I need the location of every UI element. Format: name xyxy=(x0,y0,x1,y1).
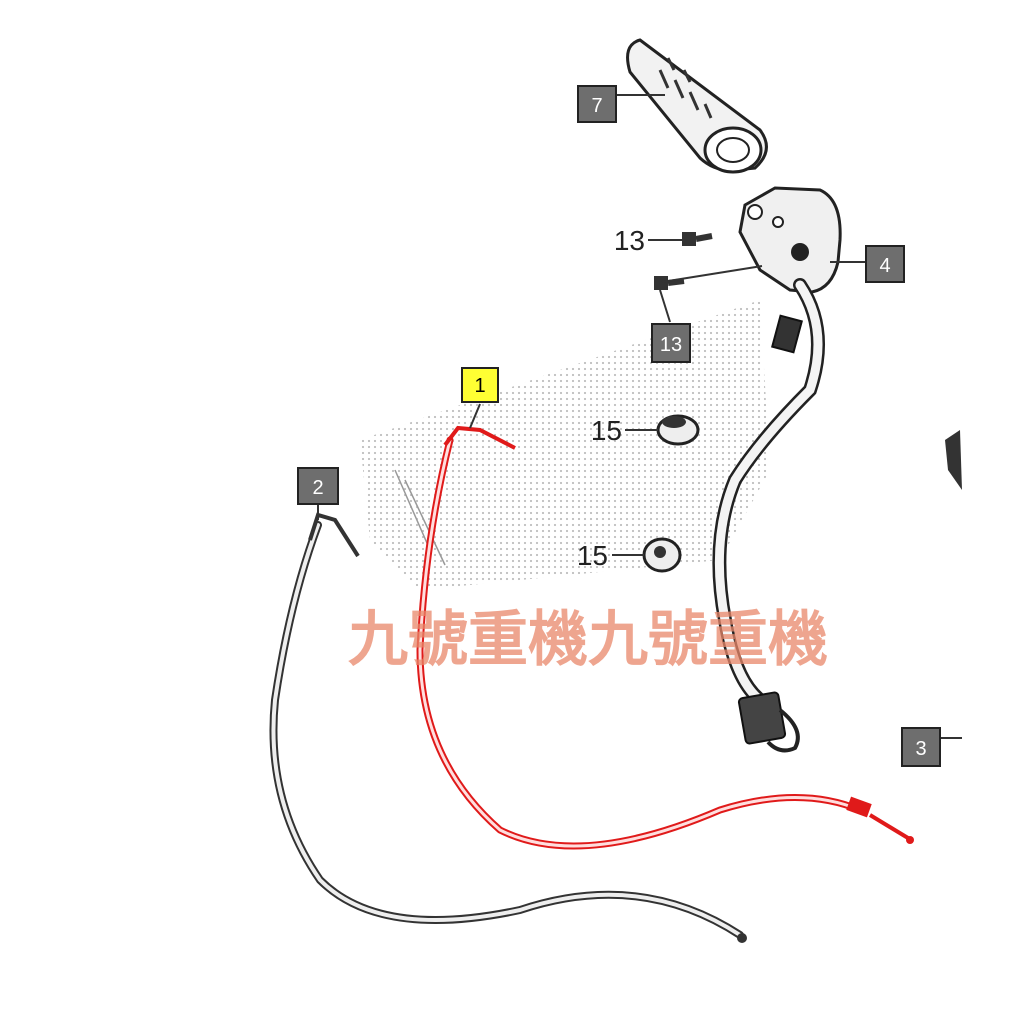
callout-box-1 xyxy=(461,367,499,403)
partial-part-right-edge xyxy=(945,430,962,490)
bracket-outline xyxy=(394,469,446,566)
callout-label-2: 2 xyxy=(312,477,323,499)
screw-upper xyxy=(682,232,713,246)
callout-label-7: 7 xyxy=(591,95,602,117)
callout-label-13-plain: 13 xyxy=(614,225,645,256)
throttle-cable-1-highlighted xyxy=(416,425,914,850)
dotted-bracket-shadow xyxy=(360,300,770,590)
callout-label-15-upper: 15 xyxy=(591,415,622,446)
watermark-text: 九號重機九號重機 xyxy=(348,605,828,675)
callout-box-3 xyxy=(901,727,941,767)
callout-label-3: 3 xyxy=(915,738,926,760)
callout-box-13 xyxy=(651,323,691,363)
callout-label-13-box: 13 xyxy=(660,334,682,356)
leader-lines xyxy=(317,94,962,739)
callout-label-15-lower: 15 xyxy=(577,540,608,571)
harness-connector-lower xyxy=(737,691,800,753)
callout-box-2 xyxy=(297,467,339,505)
switch-housing xyxy=(738,186,842,294)
clamp-lower xyxy=(642,537,682,573)
screw-lower xyxy=(654,276,685,290)
callout-box-4 xyxy=(865,245,905,283)
callout-box-7 xyxy=(577,85,617,123)
callout-label-4: 4 xyxy=(879,255,890,277)
throttle-grip xyxy=(626,38,768,174)
harness-connector-upper xyxy=(771,314,803,354)
clamp-upper xyxy=(656,414,700,446)
callout-label-1: 1 xyxy=(474,375,485,397)
throttle-cable-2 xyxy=(269,512,747,943)
